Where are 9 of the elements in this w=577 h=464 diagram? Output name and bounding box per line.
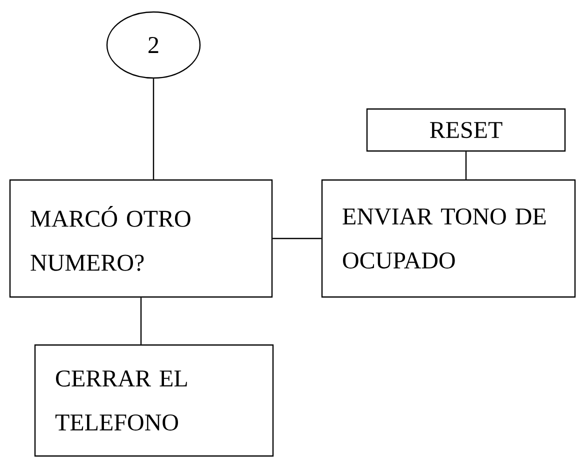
process-box: RESET [366, 108, 566, 152]
connector-line [140, 298, 142, 344]
process-box: CERRAR EL TELEFONO [34, 344, 274, 457]
connector-line [272, 238, 322, 240]
connector-line [465, 152, 467, 180]
circle-node: 2 [106, 11, 201, 79]
process-box: ENVIAR TONO DE OCUPADO [321, 179, 576, 298]
decision-box: MARCÓ OTRO NUMERO? [9, 179, 273, 298]
connector-line [152, 78, 154, 180]
